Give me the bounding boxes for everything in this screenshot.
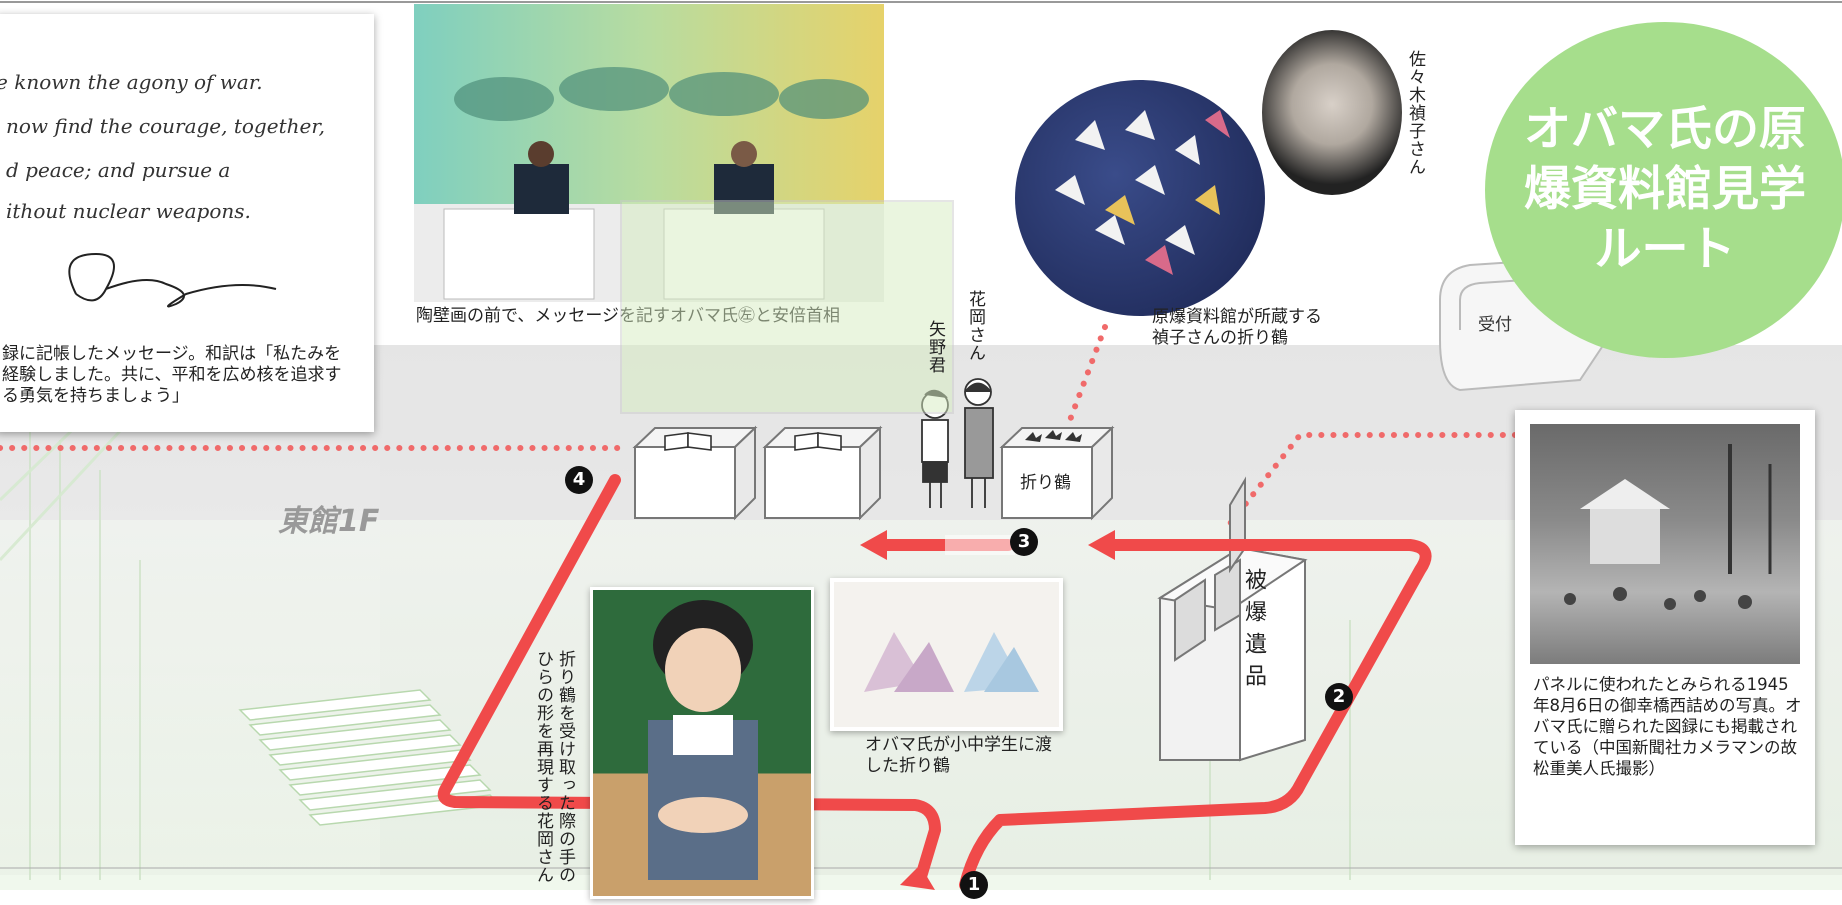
reception-label: 受付 [1478,315,1512,335]
yano-label: 矢野君 [925,320,945,374]
book-icon [664,432,842,451]
hanaoka-figure [964,378,994,508]
letter-line: ithout nuclear weapons. [6,199,251,223]
crane-silhouette-icon [1025,430,1082,442]
sadako-portrait [1262,30,1402,195]
page-title: オバマ氏の原爆資料館見学ルート [1524,102,1806,277]
historical-photo-caption: パネルに使われたとみられる1945年8月6日の御幸橋西詰めの写真。オバマ氏に贈ら… [1533,675,1802,778]
letter-line: e known the agony of war. [0,70,263,94]
crane-icons [1055,110,1230,275]
mural-backdrop [620,200,954,414]
crane-icon [864,632,1039,692]
letter-line: now find the courage, together, [6,114,326,138]
ruins-photo [1564,444,1772,610]
student-figure [648,600,758,880]
student-caption: 折り鶴を受け取った際の手のひらの形を再現する花岡さん [533,650,575,884]
letter-panel: e known the agony of war. now find the c… [0,14,374,432]
relics-label: 被爆遺品 [1241,568,1266,696]
relics-case [1157,476,1308,762]
floor-label: 東館1F [278,504,380,539]
letter-caption: 録に記帳したメッセージ。和訳は「私たみを経験しました。共に、平和を広め核を追求す… [2,344,342,406]
route-arrowheads [860,530,1115,890]
student-photo [590,587,814,899]
route-number-4: 4 [565,466,593,494]
obama-cranes-photo [830,578,1063,731]
obama-cranes-caption: オバマ氏が小中学生に渡した折り鶴 [865,735,1052,776]
historical-photo-panel: パネルに使われたとみられる1945年8月6日の御幸橋西詰めの写真。オバマ氏に贈ら… [1515,410,1815,845]
sadako-caption: 佐々木禎子さん [1405,50,1425,176]
mural-photo [414,4,884,302]
floor-stripes [29,420,1351,880]
route-number-2: 2 [1325,683,1353,711]
orizuru-box-label: 折り鶴 [1020,473,1071,493]
route-number-3: 3 [1010,528,1038,556]
letter-line: d peace; and pursue a [6,158,231,182]
dotted-connectors [0,324,1518,533]
hanaoka-label: 花岡さん [965,290,985,362]
cranes-caption: 原爆資料館が所蔵する禎子さんの折り鶴 [1152,307,1322,348]
signature-icon [68,252,277,308]
sadako-cranes-photo [1015,80,1265,316]
title-circle [1485,22,1842,358]
historical-photo [1530,424,1800,664]
route-number-1: 1 [960,871,988,899]
